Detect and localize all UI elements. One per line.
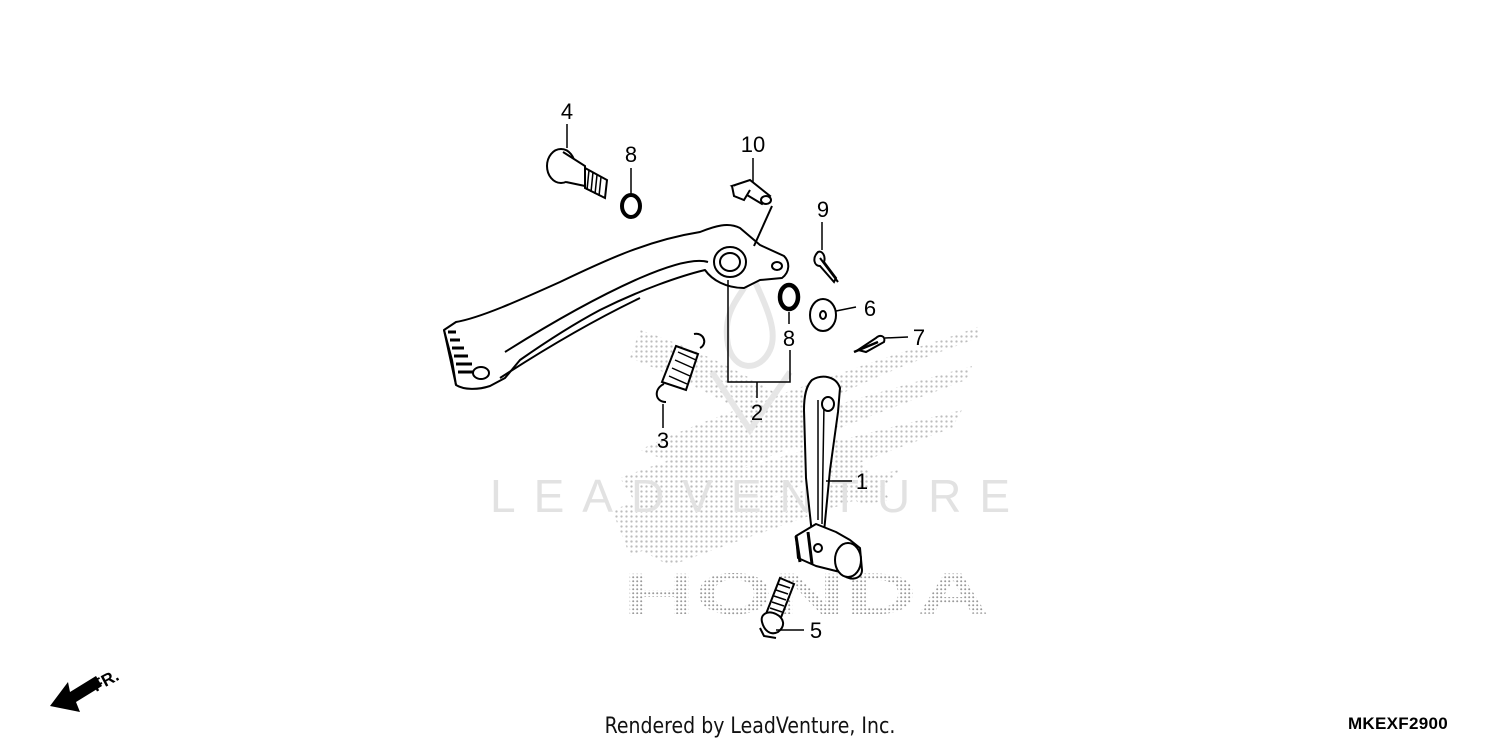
return-spring-part-3 — [655, 332, 706, 403]
callout-6: 6 — [864, 296, 876, 321]
front-direction-label: FR. — [89, 666, 122, 696]
callout-5: 5 — [810, 618, 822, 643]
callout-9: 9 — [817, 197, 829, 222]
callout-7: 7 — [913, 325, 925, 350]
dust-seal-part-8-lower — [777, 282, 801, 312]
rendered-by-footer: Rendered by LeadVenture, Inc. — [604, 714, 896, 739]
washer-part-6 — [809, 298, 837, 332]
svg-text:LEADVENTURE: LEADVENTURE — [490, 470, 1010, 522]
svg-text:HONDA: HONDA — [623, 562, 989, 627]
callout-4: 4 — [561, 99, 573, 124]
callout-10: 10 — [741, 132, 765, 157]
pivot-bolt-part-4 — [546, 148, 609, 200]
cotter-pin-part-9 — [813, 250, 839, 284]
flange-bolt-part-5 — [759, 576, 796, 639]
dust-seal-part-8-upper — [620, 193, 642, 219]
callout-2: 2 — [751, 400, 763, 425]
brake-pedal — [443, 224, 790, 390]
callout-labels: 4 8 10 9 6 7 8 2 3 1 5 — [561, 99, 925, 643]
callout-1: 1 — [856, 469, 868, 494]
callout-3: 3 — [657, 428, 669, 453]
diagram-code: MKEXF2900 — [1347, 714, 1448, 733]
pin-part-10 — [729, 178, 773, 247]
front-direction-arrow-icon: FR. — [50, 666, 122, 712]
kick-starter-arm-part-1 — [794, 375, 863, 580]
leadventure-flame-watermark — [709, 268, 793, 436]
leadventure-watermark: LEADVENTURE — [490, 470, 1010, 522]
callout-8-lower: 8 — [783, 326, 795, 351]
leader-lines — [566, 124, 909, 631]
honda-logo-watermark: HONDA — [623, 562, 989, 627]
cotter-pin-part-7 — [853, 334, 886, 354]
callout-8-upper: 8 — [625, 142, 637, 167]
